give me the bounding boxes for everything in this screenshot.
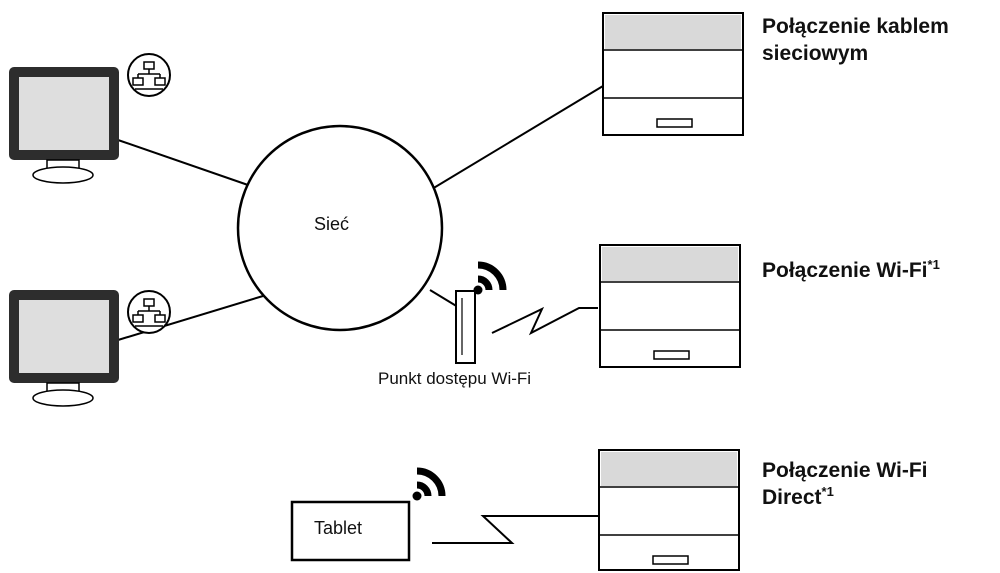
access-point-icon: [455, 290, 476, 364]
printer-icon: [599, 244, 741, 368]
wifi-connection-line1: Połączenie Wi-Fi: [762, 259, 928, 282]
link-network-printer-wired: [426, 85, 604, 193]
wifi-footnote-marker: *1: [927, 257, 940, 272]
tablet-box: [290, 500, 411, 562]
wired-connection-line1: Połączenie kablem: [762, 15, 949, 38]
network-connection-icon: [127, 53, 171, 97]
wifi-connection-label: Połączenie Wi-Fi*1: [762, 257, 940, 284]
network-connection-icon: [127, 290, 171, 334]
monitor-icon: [9, 290, 119, 407]
network-circle: [236, 124, 444, 332]
wifi-direct-connection-label: Połączenie Wi-Fi Direct*1: [762, 457, 928, 511]
wifi-signal-icon: [412, 467, 446, 501]
wifi-direct-line2: Direct: [762, 486, 822, 509]
link-monitor1-network: [117, 139, 249, 186]
link-network-accesspoint: [429, 289, 459, 308]
printer-icon: [602, 12, 744, 136]
wifi-direct-line1: Połączenie Wi-Fi: [762, 459, 928, 482]
wireless-link-ap-printer: [491, 306, 598, 336]
wireless-link-tablet-printer: [432, 515, 599, 544]
wifi-signal-icon: [473, 261, 507, 295]
tablet-label: Tablet: [314, 518, 363, 538]
wifi-direct-footnote-marker: *1: [821, 484, 834, 499]
wired-connection-line2: sieciowym: [762, 42, 869, 65]
printer-icon: [598, 449, 740, 571]
monitor-icon: [9, 67, 119, 184]
network-label: Sieć: [314, 214, 350, 234]
wired-connection-label: Połączenie kablem sieciowym: [762, 13, 949, 67]
access-point-label: Punkt dostępu Wi-Fi: [378, 369, 532, 388]
